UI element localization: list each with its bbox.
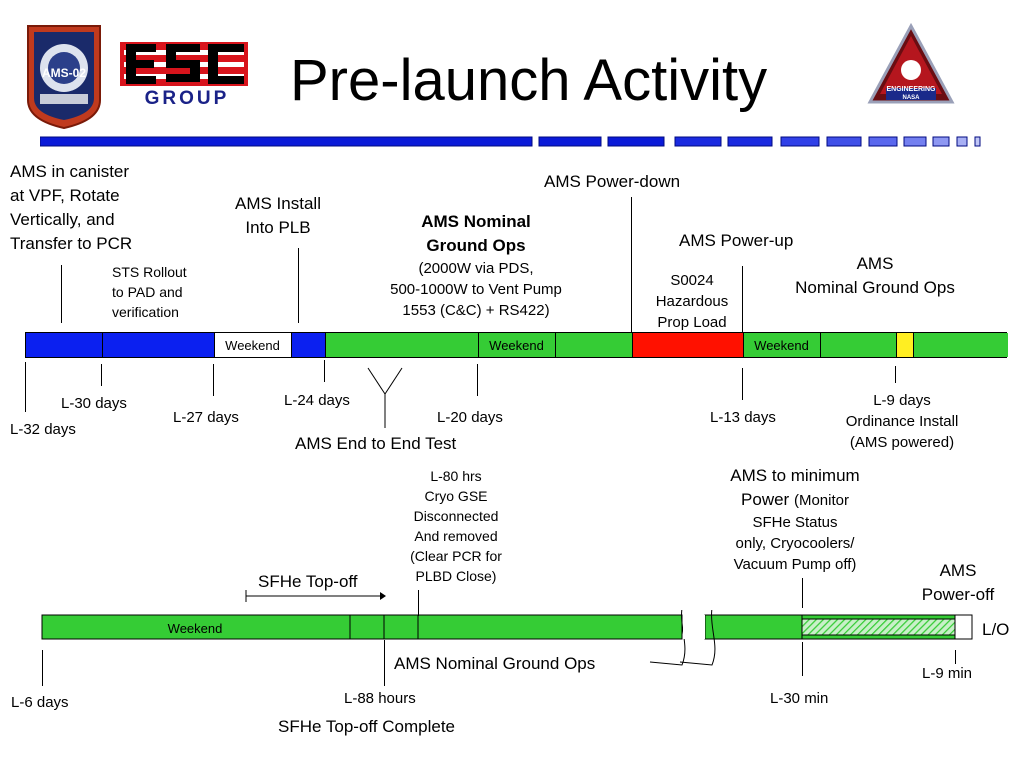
l20-label: L-20 days	[437, 409, 503, 426]
l13-label: L-13 days	[710, 409, 776, 426]
e2e-test-label: AMS End to End Test	[295, 434, 457, 453]
segment-blue-2	[291, 333, 325, 357]
topoff-span-arrow	[245, 590, 386, 602]
header-progress-bar	[39, 135, 985, 147]
power-up-label: AMS Power-up	[679, 231, 794, 250]
l24-label: L-24 days	[284, 392, 350, 409]
tick-line	[895, 366, 896, 383]
tick-line	[955, 650, 956, 664]
weekend-label: Weekend	[754, 338, 809, 353]
l9min-label: L-9 min	[922, 665, 973, 682]
nominal-ops-label: AMS Nominal Ground Ops	[394, 654, 596, 673]
weekend-label: Weekend	[225, 338, 280, 353]
tick-line	[802, 642, 803, 676]
install-label: AMS Install Into PLB	[235, 194, 321, 237]
timeline-2-green-1	[41, 614, 683, 640]
nominal-ops-label: AMS Nominal Ground Ops (2000W via PDS, 5…	[390, 212, 562, 319]
power-down-label: AMS Power-down	[544, 172, 681, 191]
rollout-label: STS Rollout to PAD and verification	[112, 264, 187, 320]
leader-line	[631, 197, 632, 332]
nasa-logo-text-1: ENGINEERING	[886, 86, 936, 93]
nasa-logo-text-2: NASA	[902, 95, 920, 101]
leader-line	[742, 266, 743, 332]
ams02-logo: AMS-02	[22, 20, 106, 130]
segment-red-hazard	[632, 333, 743, 357]
tick-line	[324, 360, 325, 382]
min-power-label: AMS to minimum Power (Monitor SFHe Statu…	[730, 466, 860, 573]
e2e-fork-lines	[367, 367, 403, 428]
topoff-complete-label: SFHe Top-off Complete	[278, 717, 456, 736]
esc-group-logo: GROUP	[118, 40, 250, 110]
leader-line	[418, 590, 419, 616]
nasa-engineering-logo: ENGINEERING NASA	[866, 22, 956, 112]
tick-line	[742, 368, 743, 400]
segment-blue-1	[26, 333, 214, 357]
tick-line	[477, 364, 478, 396]
tick-line	[213, 364, 214, 396]
canister-label: AMS in canister at VPF, Rotate Verticall…	[10, 162, 133, 253]
l9-ordinance-label: L-9 days Ordinance Install (AMS powered)	[845, 392, 959, 451]
l80-cryo-label: L-80 hrs Cryo GSE Disconnected And remov…	[410, 468, 502, 584]
page-title: Pre-launch Activity	[290, 48, 768, 113]
timeline-1-bar: Weekend Weekend Weekend	[25, 332, 1008, 358]
leader-line	[298, 248, 299, 323]
leader-line	[802, 578, 803, 608]
tick-line	[25, 362, 26, 412]
weekend-label: Weekend	[489, 338, 544, 353]
l32-label: L-32 days	[10, 421, 76, 438]
timeline-2-final-segment	[954, 614, 973, 640]
segment-yellow-ordinance	[896, 333, 913, 357]
timeline-2-bar	[41, 610, 973, 666]
power-off-label: AMS Power-off	[921, 561, 995, 604]
esc-group-logo-text: GROUP	[144, 88, 230, 109]
topoff-label: SFHe Top-off	[258, 572, 358, 591]
weekend-label: Weekend	[167, 621, 223, 636]
ams02-logo-text: AMS-02	[41, 66, 86, 80]
l27-label: L-27 days	[173, 409, 239, 426]
l30-label: L-30 days	[61, 395, 127, 412]
l6-label: L-6 days	[11, 694, 69, 711]
l88-label: L-88 hours	[344, 690, 416, 707]
s0024-label: S0024 Hazardous Prop Load	[655, 272, 729, 331]
l30min-label: L-30 min	[770, 690, 829, 707]
tick-line	[384, 640, 385, 686]
segment-green-3	[913, 333, 1008, 357]
time-break-curve-2	[679, 610, 716, 666]
nominal-ops-2-label: AMS Nominal Ground Ops	[795, 254, 955, 297]
leader-line	[61, 265, 62, 323]
launch-label: L/O	[982, 620, 1010, 639]
timeline-2-hatched-segment	[801, 618, 956, 636]
tick-line	[42, 650, 43, 686]
segment-weekend-1	[214, 333, 291, 357]
segment-green-2	[743, 333, 896, 357]
tick-line	[101, 364, 102, 386]
